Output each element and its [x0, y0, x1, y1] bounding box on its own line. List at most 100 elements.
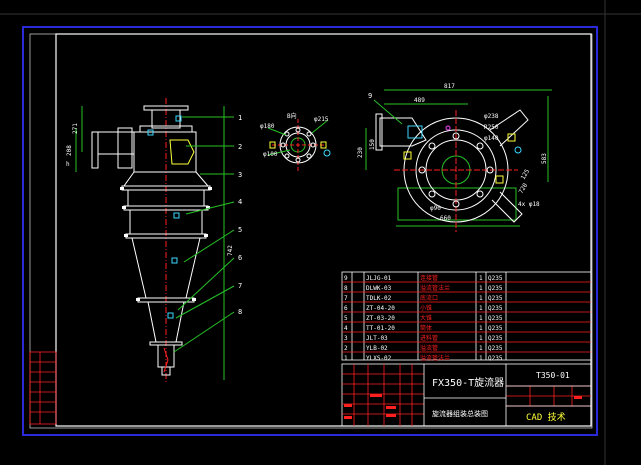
- bom-table: [341, 271, 592, 361]
- bom-qty: 1: [479, 275, 483, 282]
- dim-r250: R250: [484, 124, 499, 131]
- bolt: [171, 257, 178, 264]
- bom-code: YLXS-02: [366, 355, 392, 362]
- dim-h: h: [66, 161, 70, 168]
- bom-mat: Q235: [488, 355, 503, 362]
- inner-frame: [29, 33, 593, 429]
- bom-qty: 1: [479, 305, 483, 312]
- dim-208: 208: [66, 145, 73, 156]
- dim-230: 230: [357, 147, 364, 158]
- bom-no: 1: [344, 355, 348, 362]
- section-b-view: [267, 119, 331, 171]
- bom-no: 6: [344, 305, 348, 312]
- company-name: CAD 技术: [526, 411, 566, 423]
- dim-phi140: φ140: [484, 135, 499, 142]
- bom-mat: Q235: [488, 275, 503, 282]
- bom-code: TDLK-02: [366, 295, 392, 302]
- revision-stamp: [29, 351, 57, 425]
- inlet-volute: [169, 139, 195, 165]
- bom-qty: 1: [479, 355, 483, 362]
- dim-720: 720: [518, 182, 530, 195]
- bom-no: 7: [344, 295, 348, 302]
- bolt: [167, 312, 174, 319]
- bom-qty: 1: [479, 315, 483, 322]
- bom-name: 底流口: [420, 294, 438, 302]
- bom-qty: 1: [479, 345, 483, 352]
- callout-8[interactable]: 8: [238, 308, 242, 316]
- inlet-flange-2: [117, 127, 133, 169]
- bom-mat: Q235: [488, 345, 503, 352]
- plan-outlet: [489, 109, 529, 147]
- apex-red: [163, 347, 169, 373]
- bom-qty: 1: [479, 285, 483, 292]
- bom-qty: 1: [479, 295, 483, 302]
- plan-inlet: [379, 117, 427, 147]
- bom-code: ZT-03-20: [366, 315, 395, 322]
- callout-5[interactable]: 5: [238, 226, 242, 234]
- overflow-pipe: [151, 109, 181, 129]
- plan-feet: [491, 191, 523, 223]
- plan-inlet-flange: [375, 113, 383, 151]
- callout-3[interactable]: 3: [238, 171, 242, 179]
- dim-271: 271: [72, 123, 79, 134]
- callout-9[interactable]: 9: [368, 92, 372, 100]
- product-title: FX350-T旋流器: [432, 376, 504, 389]
- bom-no: 5: [344, 315, 348, 322]
- plan-dim-box: [397, 187, 517, 221]
- section-b-label: B向: [287, 112, 297, 120]
- bom-no: 4: [344, 325, 348, 332]
- drawing-number: T350-01: [536, 371, 570, 380]
- dim-489: 489: [414, 97, 425, 104]
- bom-name: 筒体: [420, 324, 432, 332]
- bom-code: DLWK-03: [366, 285, 392, 292]
- bom-code: JLJG-01: [366, 275, 392, 282]
- bom-name: 溢流管法兰: [420, 354, 450, 362]
- bom-qty: 1: [479, 325, 483, 332]
- bom-mat: Q235: [488, 285, 503, 292]
- dim-660: 660: [440, 215, 451, 222]
- callout-4[interactable]: 4: [238, 198, 242, 206]
- callout-7[interactable]: 7: [238, 282, 242, 290]
- bom-name: 进料管: [420, 334, 438, 342]
- bom-name: 溢流管: [420, 344, 438, 352]
- inlet-flange: [91, 131, 99, 169]
- callout-2[interactable]: 2: [238, 143, 242, 151]
- bom-mat: Q235: [488, 295, 503, 302]
- bom-name: 连接管: [420, 274, 438, 282]
- dim-phi238: φ238: [484, 113, 499, 120]
- dim-phi100: φ100: [263, 151, 278, 158]
- sheet-border: [22, 26, 598, 436]
- bom-mat: Q235: [488, 305, 503, 312]
- bom-name: 小锥: [420, 304, 432, 312]
- callout-1[interactable]: 1: [238, 114, 242, 122]
- dim-phi215: φ215: [314, 116, 329, 123]
- bom-mat: Q235: [488, 315, 503, 322]
- bolt: [175, 115, 182, 122]
- bolt: [173, 212, 180, 219]
- bom-no: 8: [344, 285, 348, 292]
- bom-code: TT-01-20: [366, 325, 395, 332]
- dim-phi180: φ180: [260, 123, 275, 130]
- bolt: [147, 129, 154, 136]
- plan-inlet-bolt: [407, 125, 423, 139]
- dim-817: 817: [444, 83, 455, 90]
- callout-6[interactable]: 6: [238, 254, 242, 262]
- dim-583: 583: [541, 153, 548, 164]
- dim-150: 150: [369, 139, 376, 150]
- bom-no: 9: [344, 275, 348, 282]
- drawing-frame: [55, 33, 592, 427]
- bom-qty: 1: [479, 335, 483, 342]
- bom-no: 2: [344, 345, 348, 352]
- elevation-view: [75, 98, 235, 384]
- bom-mat: Q235: [488, 335, 503, 342]
- bom-name: 溢流管法兰: [420, 284, 450, 292]
- bom-code: ZT-04-20: [366, 305, 395, 312]
- bom-name: 大锥: [420, 314, 432, 322]
- dim-phi90: φ90: [430, 205, 441, 212]
- cylinder-head: [133, 131, 197, 173]
- drawing-subtitle: 旋流器组装总装图: [432, 409, 488, 418]
- plan-view: [365, 89, 552, 232]
- dim-742: 742: [227, 245, 234, 256]
- bom-no: 3: [344, 335, 348, 342]
